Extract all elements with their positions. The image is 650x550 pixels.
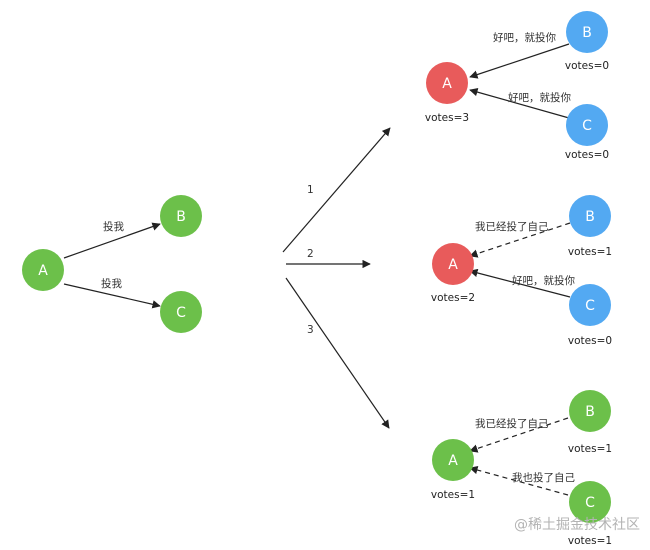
- case1-b-to-a: [469, 43, 570, 79]
- node-a-initial-label: A: [38, 263, 48, 279]
- case3-b-label: 我已经投了自己: [475, 417, 549, 430]
- branch-3-label: 3: [307, 324, 314, 336]
- case2-b-votes: votes=1: [568, 246, 612, 258]
- case2-c-votes: votes=0: [568, 335, 612, 347]
- case1-node-c-label: C: [582, 118, 592, 134]
- case2-c-to-a: [469, 268, 571, 298]
- node-b-initial: [160, 195, 202, 237]
- branch-1-arrow: [282, 127, 391, 253]
- case3-b-votes: votes=1: [568, 443, 612, 455]
- case2-a-votes: votes=2: [431, 292, 475, 304]
- case3-node-c: [569, 481, 611, 523]
- case1-b-to-a-label: 好吧，就投你: [493, 31, 556, 44]
- node-a-initial: [22, 249, 64, 291]
- case2-node-a-label: A: [448, 257, 458, 273]
- case1-c-votes: votes=0: [565, 149, 609, 161]
- edge-a-b: [63, 222, 161, 259]
- node-b-initial-label: B: [176, 209, 186, 225]
- case3-c-dashed: [469, 465, 569, 496]
- case1-node-c: [566, 104, 608, 146]
- case2-node-c: [569, 284, 611, 326]
- case3-a-votes: votes=1: [431, 489, 475, 501]
- case3-node-a-label: A: [448, 453, 458, 469]
- case3-node-b-label: B: [585, 404, 595, 420]
- edge-a-c: [63, 283, 161, 309]
- branch-arrows: 1 2 3: [282, 127, 391, 429]
- case1-c-to-a: [469, 88, 570, 119]
- case2-node-b-label: B: [585, 209, 595, 225]
- initial-scenario: A B C 投我 投我: [22, 195, 202, 333]
- node-c-initial: [160, 291, 202, 333]
- node-c-initial-label: C: [176, 305, 186, 321]
- case3-node-a: [432, 439, 474, 481]
- case-1: A B C 好吧，就投你 好吧，就投你 votes=3 votes=0 vote…: [425, 11, 609, 161]
- branch-2-label: 2: [307, 248, 314, 260]
- case-2: A B C 我已经投了自己 好吧，就投你 votes=2 votes=1 vot…: [431, 195, 612, 347]
- case2-node-a: [432, 243, 474, 285]
- case1-a-votes: votes=3: [425, 112, 469, 124]
- case3-node-b: [569, 390, 611, 432]
- case2-c-to-a-label: 好吧，就投你: [512, 274, 575, 287]
- case2-node-b: [569, 195, 611, 237]
- edge-a-c-label: 投我: [101, 277, 122, 290]
- case1-node-a: [426, 62, 468, 104]
- watermark: @稀土掘金技术社区: [514, 517, 640, 533]
- case3-c-votes: votes=1: [568, 535, 612, 547]
- case1-node-b: [566, 11, 608, 53]
- case2-b-label: 我已经投了自己: [475, 220, 549, 233]
- case3-c-label: 我也投了自己: [512, 471, 575, 484]
- case2-node-c-label: C: [585, 298, 595, 314]
- case1-b-votes: votes=0: [565, 60, 609, 72]
- case1-c-to-a-label: 好吧，就投你: [508, 91, 571, 104]
- branch-3-arrow: [285, 277, 390, 429]
- branch-1-label: 1: [307, 184, 314, 196]
- case1-node-b-label: B: [582, 25, 592, 41]
- case-3: A B C 我已经投了自己 我也投了自己 votes=1 votes=1 vot…: [431, 390, 612, 547]
- case1-node-a-label: A: [442, 76, 452, 92]
- case3-node-c-label: C: [585, 495, 595, 511]
- edge-a-b-label: 投我: [103, 220, 124, 233]
